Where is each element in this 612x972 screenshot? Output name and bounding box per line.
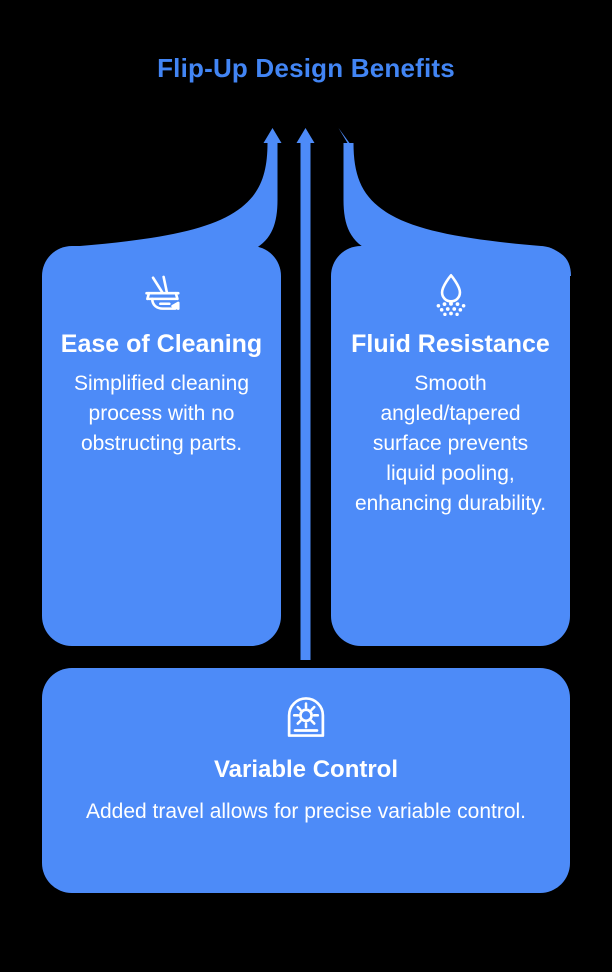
card-heading: Ease of Cleaning bbox=[60, 330, 263, 358]
benefit-card-ease-of-cleaning[interactable]: Ease of Cleaning Simplified cleaning pro… bbox=[42, 246, 281, 646]
card-body: Smooth angled/tapered surface prevents l… bbox=[354, 372, 547, 515]
control-dial-knob-icon bbox=[287, 697, 325, 737]
card-body: Simplified cleaning process with no obst… bbox=[73, 372, 250, 455]
water-droplet-splash-icon bbox=[436, 274, 465, 317]
page-title: Flip-Up Design Benefits bbox=[157, 53, 455, 83]
benefit-card-fluid-resistance[interactable]: Fluid Resistance Smooth angled/tapered s… bbox=[331, 246, 570, 646]
broom-sweeping-icon bbox=[144, 275, 180, 310]
card-heading: Fluid Resistance bbox=[351, 330, 550, 358]
card-heading: Variable Control bbox=[213, 756, 399, 783]
benefit-card-variable-control[interactable]: Variable Control Added travel allows for… bbox=[42, 668, 570, 893]
card-body: Added travel allows for precise variable… bbox=[85, 800, 527, 823]
arrow-center-icon bbox=[296, 128, 315, 660]
